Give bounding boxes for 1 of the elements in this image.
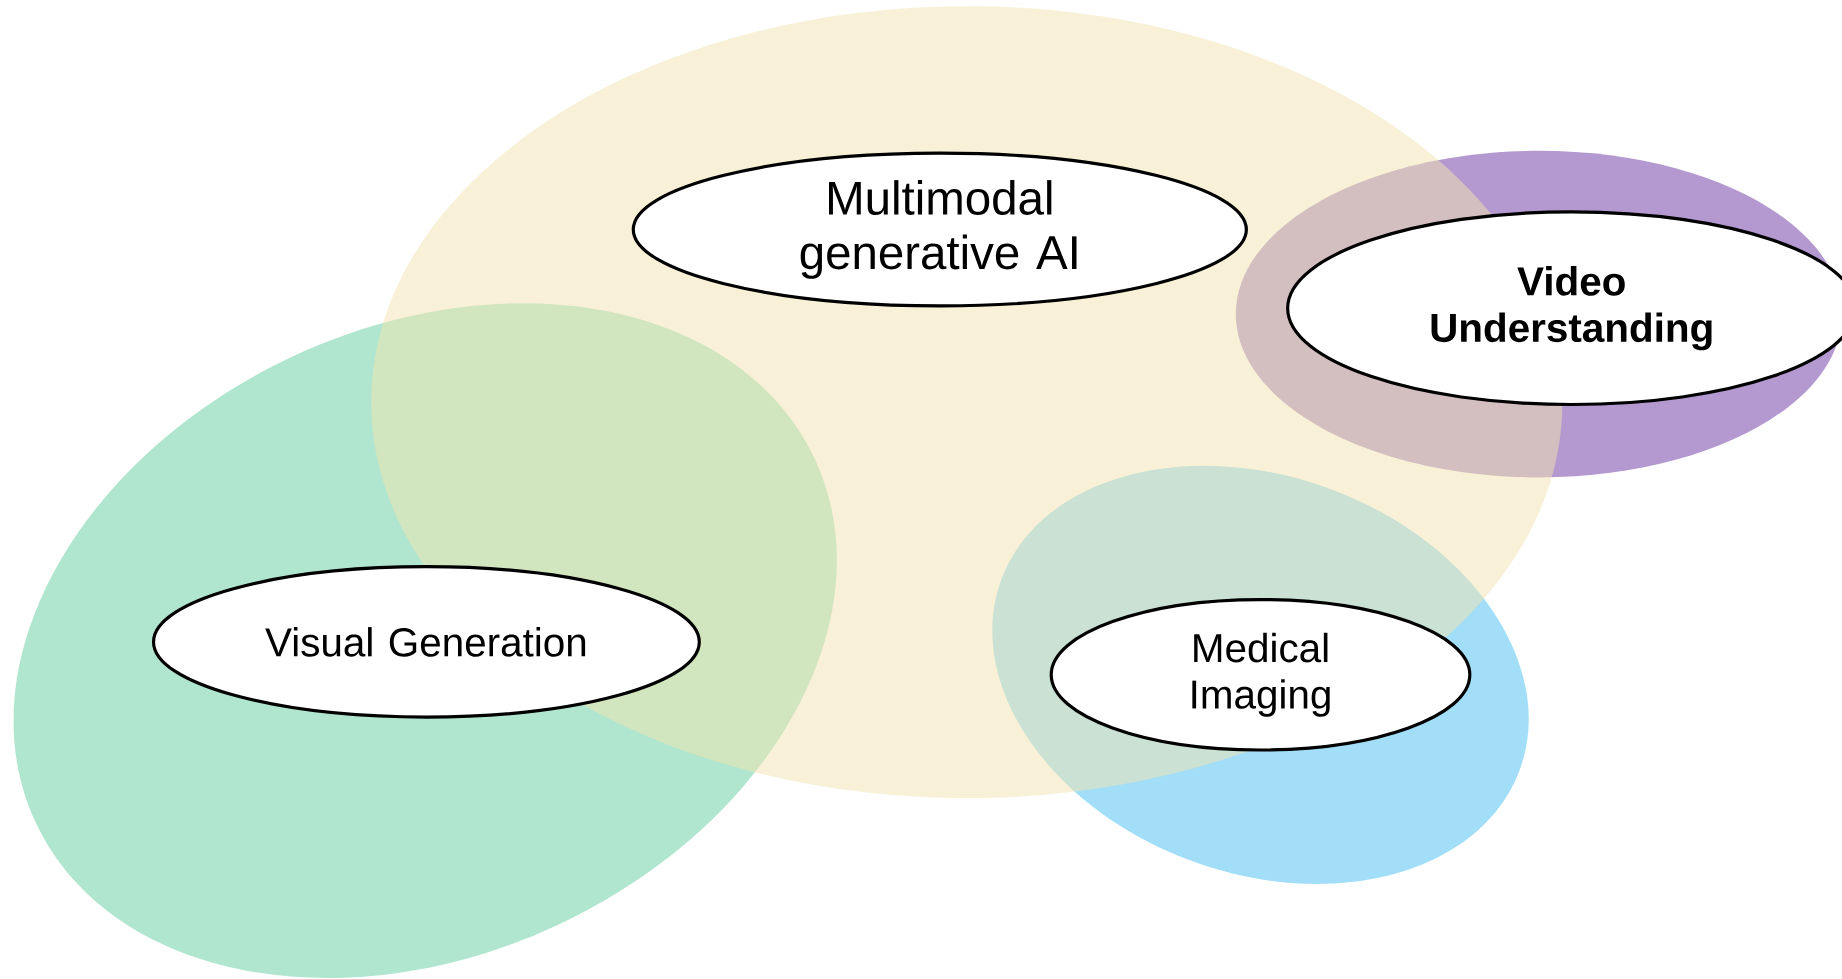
node-label: Video Understanding <box>1431 266 1712 351</box>
